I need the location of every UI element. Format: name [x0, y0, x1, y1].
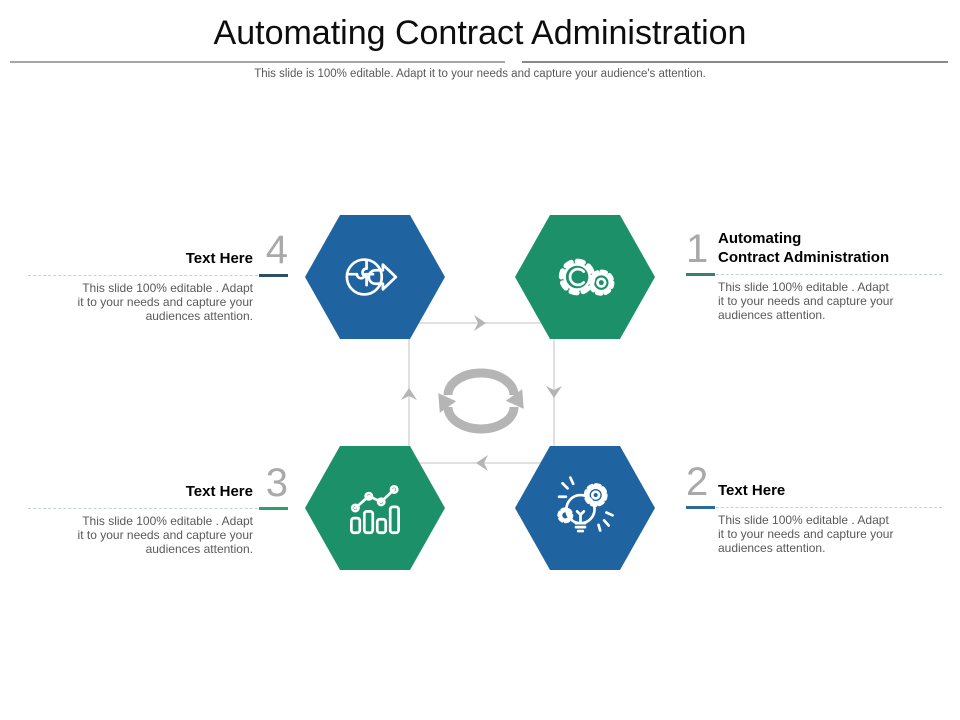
item-4-accent-underline	[259, 274, 288, 277]
item-4-separator	[28, 274, 288, 277]
item-3-accent-underline	[259, 507, 288, 510]
item-4-header-row: Text Here 4	[28, 228, 288, 272]
hexagon-bottom-left	[305, 446, 445, 570]
item-2-number: 2	[686, 460, 709, 504]
puzzle-arrow-icon	[345, 258, 398, 296]
item-1-heading: Automating Contract Administration	[718, 230, 890, 266]
item-2-heading: Text Here	[718, 482, 786, 499]
item-1-header-row: 1 Automating Contract Administration	[686, 227, 942, 271]
item-3-separator	[28, 507, 288, 510]
cycle-arrows-icon	[438, 368, 524, 434]
connector-square	[408, 322, 555, 464]
item-4-number: 4	[265, 228, 288, 272]
item-2-accent-underline	[686, 506, 715, 509]
item-1-block: 1 Automating Contract Administration Thi…	[686, 227, 942, 323]
item-3-header-row: Text Here 3	[28, 461, 288, 505]
arrow-down-icon	[546, 386, 562, 398]
item-4-description: This slide 100% editable . Adapt it to y…	[77, 281, 253, 323]
hexagon-top-left	[305, 215, 445, 339]
bar-chart-icon	[350, 484, 400, 535]
gears-icon	[558, 258, 615, 296]
item-2-separator	[686, 506, 942, 509]
idea-bulb-gear-icon	[557, 476, 614, 533]
item-3-heading: Text Here	[185, 483, 253, 500]
arrow-left-icon	[476, 455, 488, 471]
item-3-block: Text Here 3 This slide 100% editable . A…	[28, 461, 288, 557]
slide-subtitle: This slide is 100% editable. Adapt it to…	[254, 68, 706, 80]
title-divider-right	[522, 61, 948, 63]
arrow-up-icon	[401, 388, 417, 400]
item-4-heading: Text Here	[185, 250, 253, 267]
item-2-header-row: 2 Text Here	[686, 460, 942, 504]
item-2-block: 2 Text Here This slide 100% editable . A…	[686, 460, 942, 556]
item-4-block: Text Here 4 This slide 100% editable . A…	[28, 228, 288, 324]
item-3-description: This slide 100% editable . Adapt it to y…	[77, 514, 253, 556]
item-1-description: This slide 100% editable . Adapt it to y…	[718, 280, 894, 322]
item-3-number: 3	[265, 461, 288, 505]
item-2-description: This slide 100% editable . Adapt it to y…	[718, 513, 894, 555]
title-divider-left	[10, 61, 505, 63]
item-1-accent-underline	[686, 273, 715, 276]
cycle-connector	[401, 315, 562, 471]
item-1-number: 1	[686, 227, 709, 271]
item-1-separator	[686, 273, 942, 276]
arrow-right-icon	[474, 315, 486, 331]
slide-title: Automating Contract Administration	[213, 14, 747, 52]
